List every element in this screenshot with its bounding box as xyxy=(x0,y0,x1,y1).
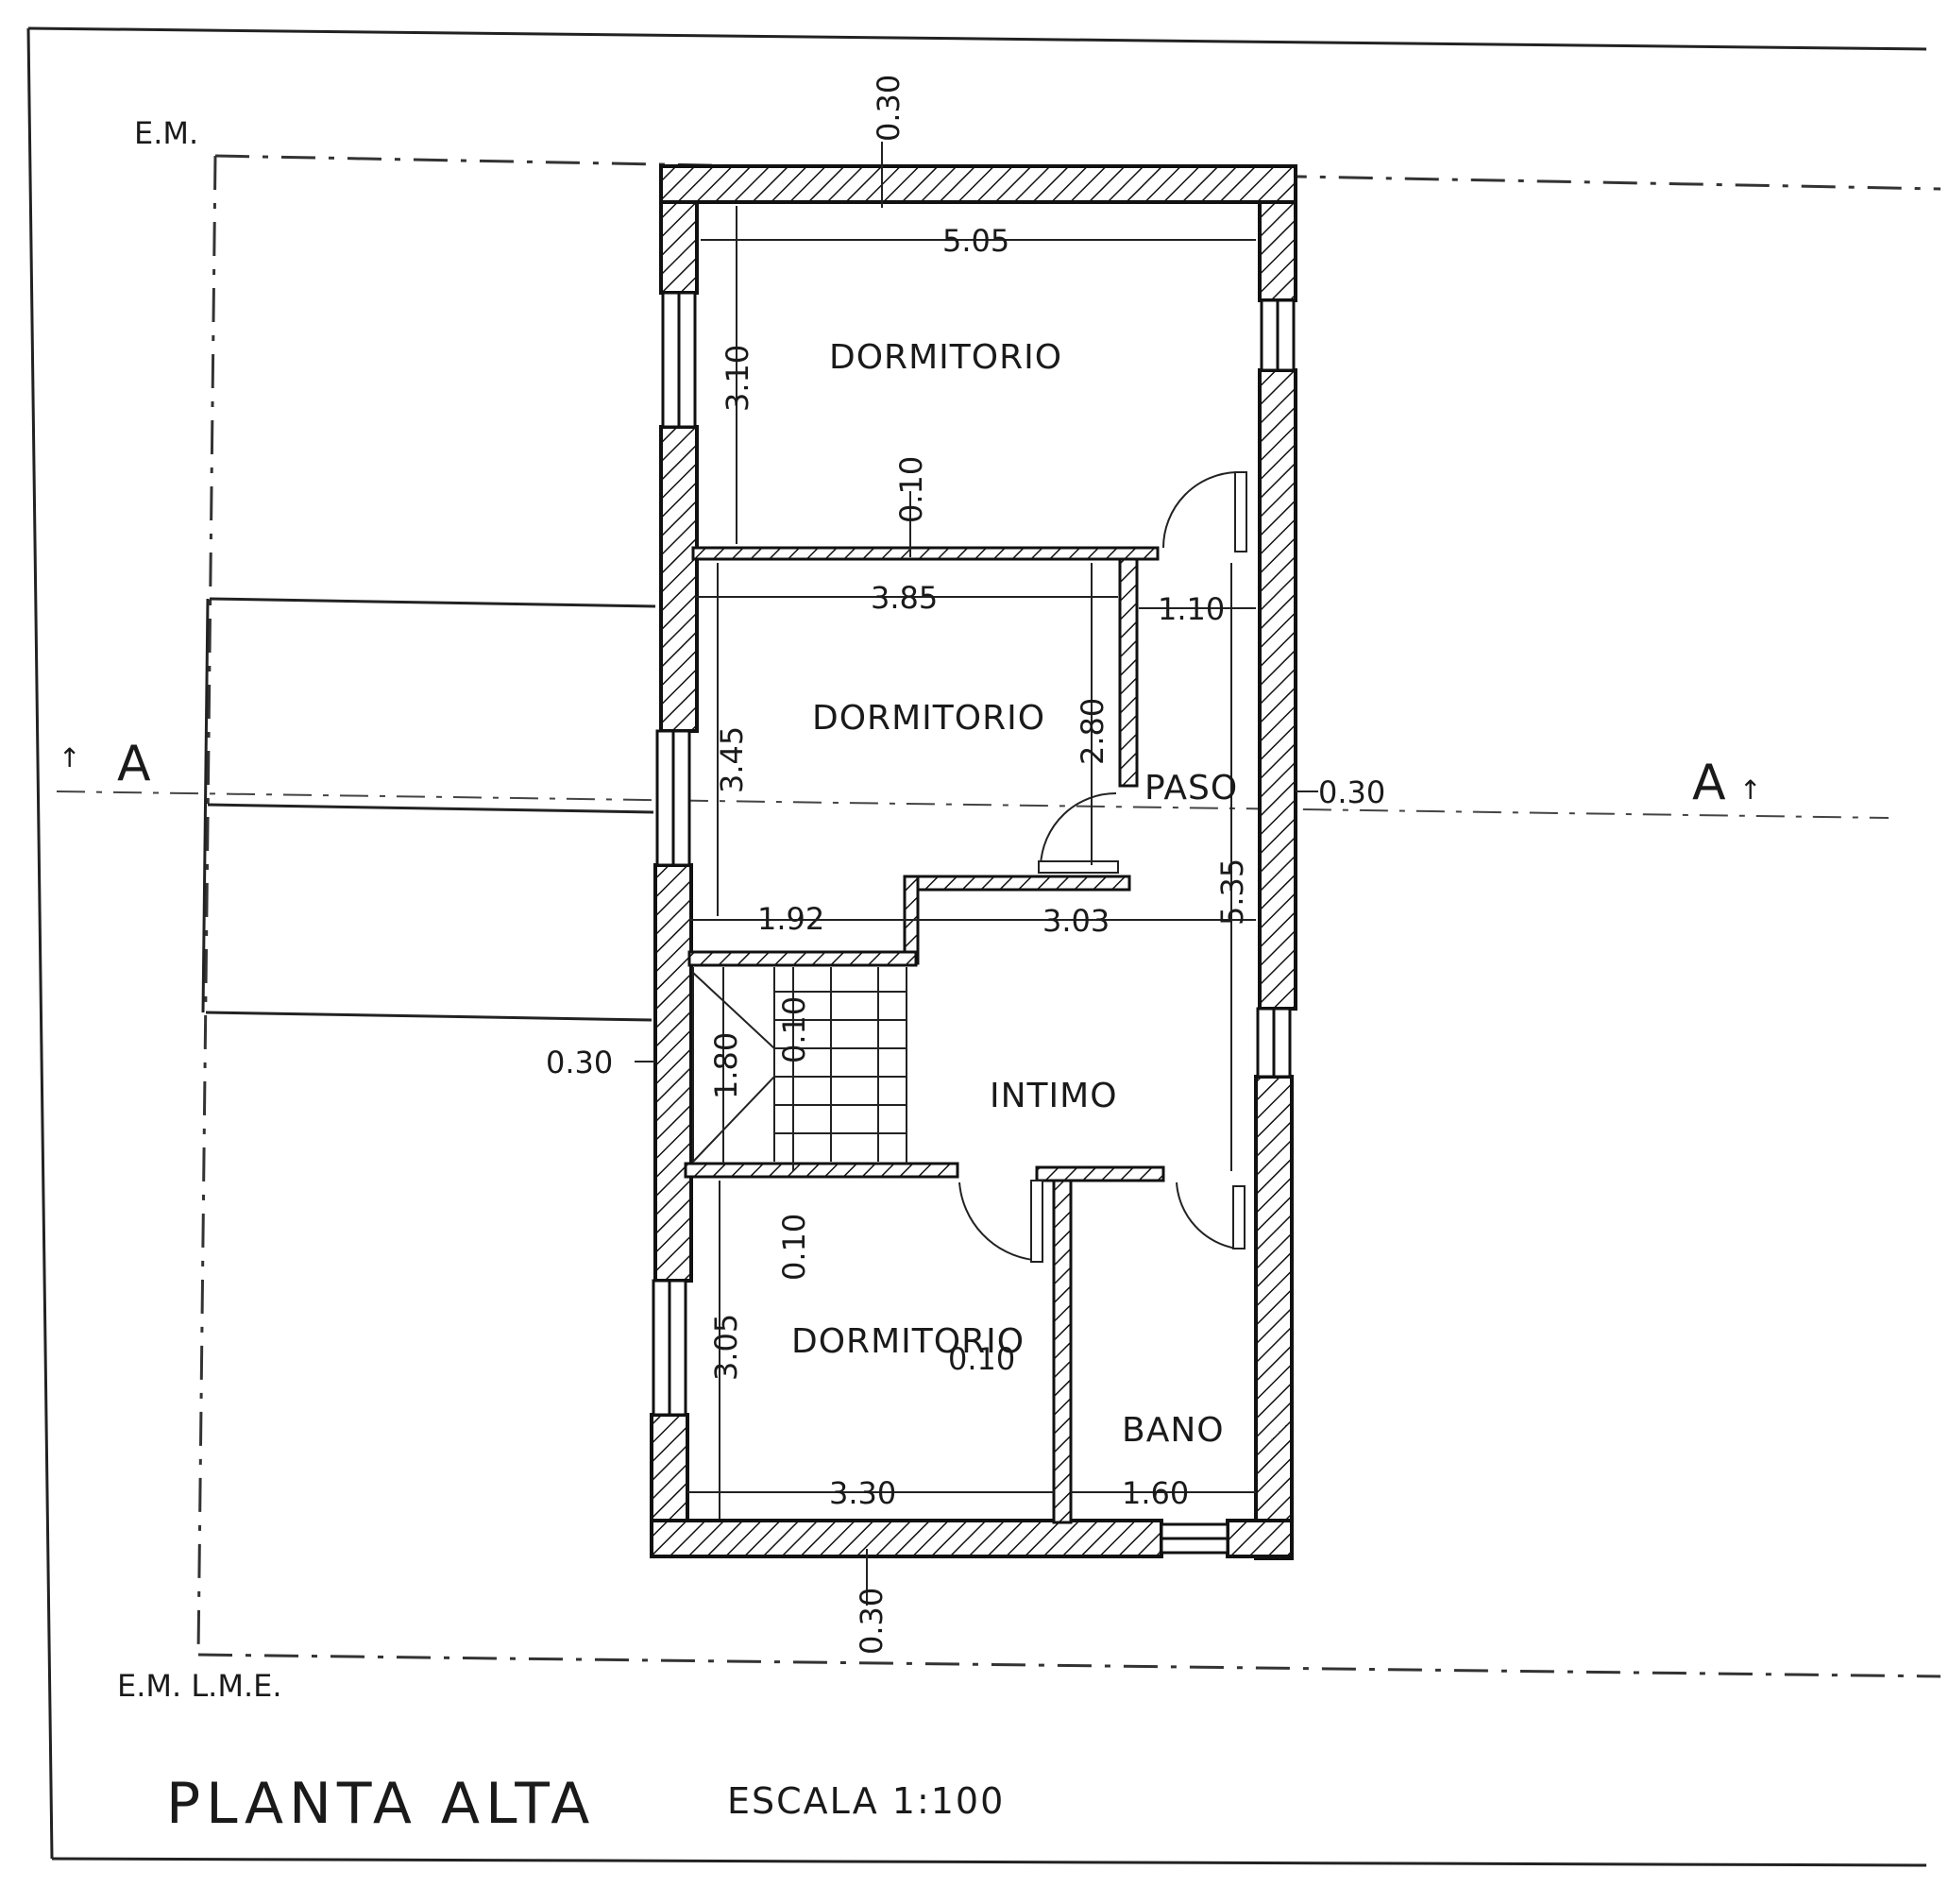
dim-wall-d1-d2: 0.10 xyxy=(893,456,929,523)
doors xyxy=(958,471,1247,1263)
dim-left-wall: 0.30 xyxy=(546,1045,613,1080)
dim-paso-width: 1.10 xyxy=(1158,591,1225,627)
section-line xyxy=(56,790,1890,819)
section-arrow-right: ↑ xyxy=(1739,774,1761,806)
stairs xyxy=(692,967,907,1164)
dim-d1-width: 5.05 xyxy=(942,223,1009,259)
dim-intimo-width: 3.03 xyxy=(1042,903,1110,939)
dim-right-wall: 0.30 xyxy=(1318,774,1385,810)
windows xyxy=(652,291,1296,1555)
dim-bottom-wall: 0.30 xyxy=(854,1588,890,1655)
dim-d2-depth: 3.45 xyxy=(714,726,750,793)
room-label-paso: PASO xyxy=(1144,769,1238,808)
adjacent-lines xyxy=(201,597,656,1022)
section-label-right: A xyxy=(1692,755,1726,811)
dim-partition: 2.80 xyxy=(1075,698,1110,765)
interior-walls xyxy=(684,546,1165,1524)
room-label-dormitorio-2: DORMITORIO xyxy=(812,699,1045,738)
dim-d3-depth: 3.05 xyxy=(708,1314,744,1381)
dim-bano-width: 1.60 xyxy=(1122,1475,1189,1511)
em-label-top: E.M. xyxy=(134,115,198,151)
drawing-scale: ESCALA 1:100 xyxy=(727,1780,1005,1822)
room-label-dormitorio-1: DORMITORIO xyxy=(829,338,1062,377)
sheet-border xyxy=(26,26,1927,1867)
dim-wall-d3: 0.10 xyxy=(776,1214,812,1281)
dim-wall-stair: 0.10 xyxy=(776,996,812,1063)
em-lme-label-bottom: E.M. L.M.E. xyxy=(117,1668,282,1704)
dim-d1-depth: 3.10 xyxy=(720,345,755,412)
dim-stair-width: 1.92 xyxy=(757,901,824,937)
dimension-lines xyxy=(635,142,1318,1606)
dim-wall-bano: 0.10 xyxy=(948,1341,1015,1377)
section-arrow-left: ↑ xyxy=(59,742,80,774)
room-label-bano: BANO xyxy=(1122,1411,1225,1450)
dim-d2-width: 3.85 xyxy=(871,580,938,616)
dim-d3-width: 3.30 xyxy=(829,1475,896,1511)
exterior-walls xyxy=(650,164,1297,1560)
drawing-title: PLANTA ALTA xyxy=(166,1771,595,1837)
room-label-dormitorio-3: DORMITORIO xyxy=(791,1322,1025,1361)
section-label-left: A xyxy=(117,736,151,792)
room-label-intimo: INTIMO xyxy=(990,1077,1118,1115)
dim-top-wall: 0.30 xyxy=(871,75,907,142)
dim-corridor-length: 5.35 xyxy=(1214,858,1250,926)
dim-stair-depth: 1.80 xyxy=(708,1032,744,1099)
